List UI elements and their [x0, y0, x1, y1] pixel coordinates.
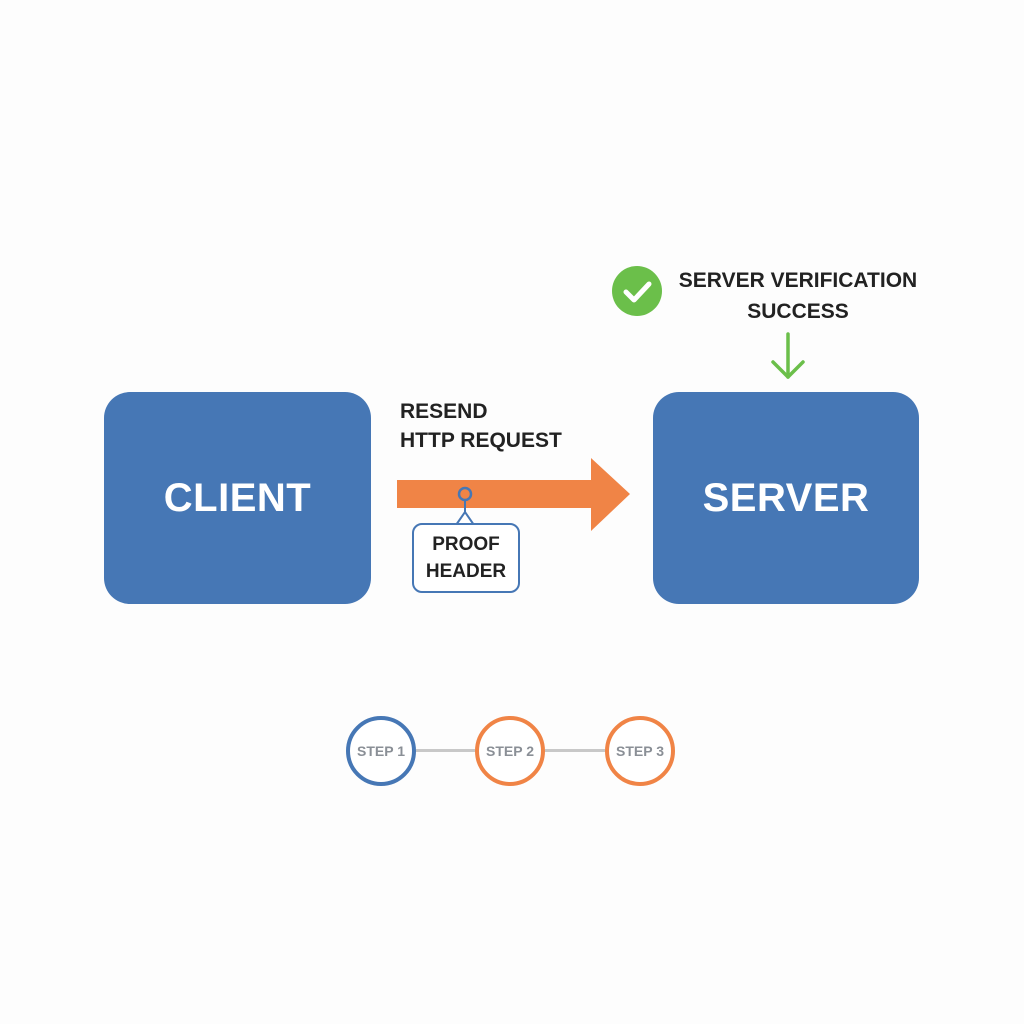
- request-label-line-2: HTTP REQUEST: [400, 429, 562, 452]
- check-circle-icon: [612, 266, 662, 316]
- step-connector: [545, 749, 605, 752]
- proof-header-callout: PROOF HEADER: [412, 523, 520, 593]
- proof-attach-point: [457, 486, 473, 502]
- arrow-down-icon: [771, 332, 805, 379]
- checkmark-icon: [623, 281, 652, 303]
- client-label: CLIENT: [163, 475, 312, 520]
- step-2-indicator: STEP 2: [475, 716, 545, 786]
- request-arrow-icon: [397, 458, 630, 531]
- verification-label-line-1: SERVER VERIFICATION: [678, 269, 918, 292]
- step-3-label: STEP 3: [616, 743, 664, 759]
- step-1-indicator: STEP 1: [346, 716, 416, 786]
- step-3-indicator: STEP 3: [605, 716, 675, 786]
- proof-label-line-1: PROOF: [432, 534, 500, 555]
- client-box: CLIENT: [104, 392, 371, 604]
- proof-label-line-2: HEADER: [425, 561, 507, 582]
- step-connector: [416, 749, 475, 752]
- server-box: SERVER: [653, 392, 919, 604]
- server-label: SERVER: [702, 475, 870, 520]
- request-label: RESEND HTTP REQUEST: [400, 397, 562, 455]
- step-2-label: STEP 2: [486, 743, 534, 759]
- verification-label-line-2: SUCCESS: [747, 300, 849, 323]
- verification-label: SERVER VERIFICATION SUCCESS: [668, 265, 928, 327]
- request-label-line-1: RESEND: [400, 400, 488, 423]
- step-1-label: STEP 1: [357, 743, 405, 759]
